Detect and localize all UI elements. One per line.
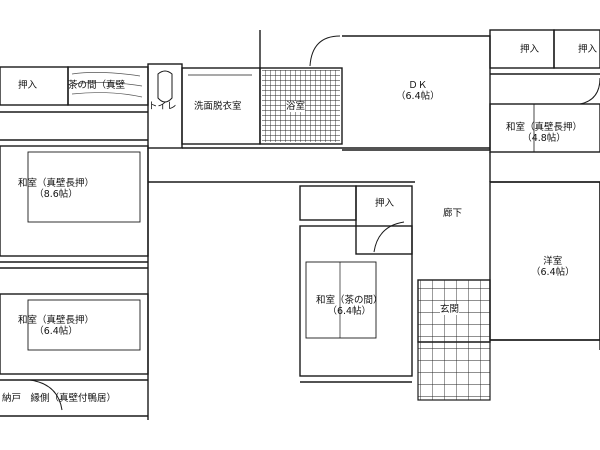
door-swing-tr: [579, 77, 600, 105]
label-youshitsu: 洋室 （6.4帖）: [531, 256, 575, 278]
toilet-fixture: [157, 70, 173, 103]
label-washitsu-chanoma: 和室（茶の間） （6.4帖）: [316, 295, 383, 317]
wall-washitsu-chanoma: [299, 225, 413, 377]
door-swing-engawa: [29, 379, 63, 411]
door-swing-dk: [309, 35, 341, 67]
wall-washitsu-48: [489, 103, 600, 153]
wall-yokushitsu: [259, 67, 343, 145]
wall-dk: [342, 35, 491, 151]
label-rouka: 廊下: [443, 208, 463, 219]
label-washitsu-48: 和室（真壁長押） （4.8帖）: [506, 122, 583, 144]
label-washitsu-64-left: 和室（真壁長押） （6.4帖）: [18, 315, 95, 337]
wall-washitsu-64-left: [0, 293, 149, 375]
label-oshiire-tr2: 押入: [578, 44, 598, 55]
label-yokushitsu: 浴室: [286, 101, 306, 112]
wall-washitsu-86: [0, 145, 149, 257]
wall-oshiire-tr2: [553, 29, 600, 69]
wall-oshiire-center: [299, 185, 357, 221]
label-oshiire-center: 押入: [375, 198, 395, 209]
label-toilet: トイレ: [148, 101, 177, 112]
label-engawa: 納戸 縁側（真壁付鴨居）: [2, 393, 117, 404]
label-genkan: 玄関: [440, 304, 460, 315]
label-oshiire-tr1: 押入: [520, 44, 540, 55]
genkan-tile: [417, 341, 491, 401]
wood-grain: [71, 72, 143, 98]
label-senmen: 洗面脱衣室: [194, 101, 242, 112]
label-chanoma-strip: 茶の間（真壁: [68, 80, 126, 91]
door-swing-center: [373, 221, 405, 253]
label-washitsu-86: 和室（真壁長押） （8.6帖）: [18, 178, 95, 200]
label-dk: ＤＫ （6.4帖）: [396, 80, 440, 102]
label-oshiire-top-left: 押入: [18, 80, 38, 91]
